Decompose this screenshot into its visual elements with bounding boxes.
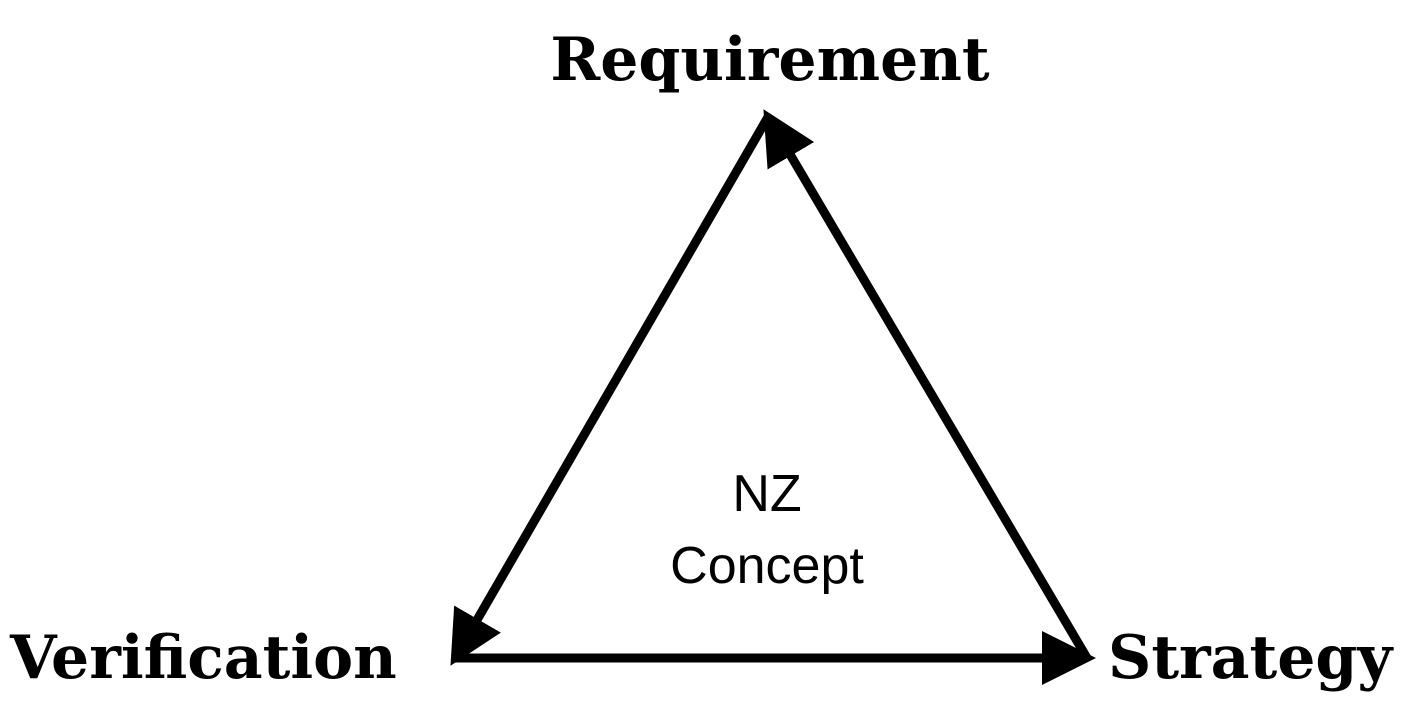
edge-right-to-top-arrow bbox=[763, 109, 1091, 661]
node-requirement-label: Requirement bbox=[550, 25, 990, 95]
edge-top-to-left-arrow bbox=[450, 114, 772, 666]
node-strategy-label: Strategy bbox=[1108, 623, 1393, 693]
center-label-line2: Concept bbox=[670, 537, 864, 595]
edges-layer bbox=[450, 109, 1096, 685]
node-verification-label: Verification bbox=[10, 623, 397, 693]
center-label-line1: NZ bbox=[732, 465, 802, 523]
